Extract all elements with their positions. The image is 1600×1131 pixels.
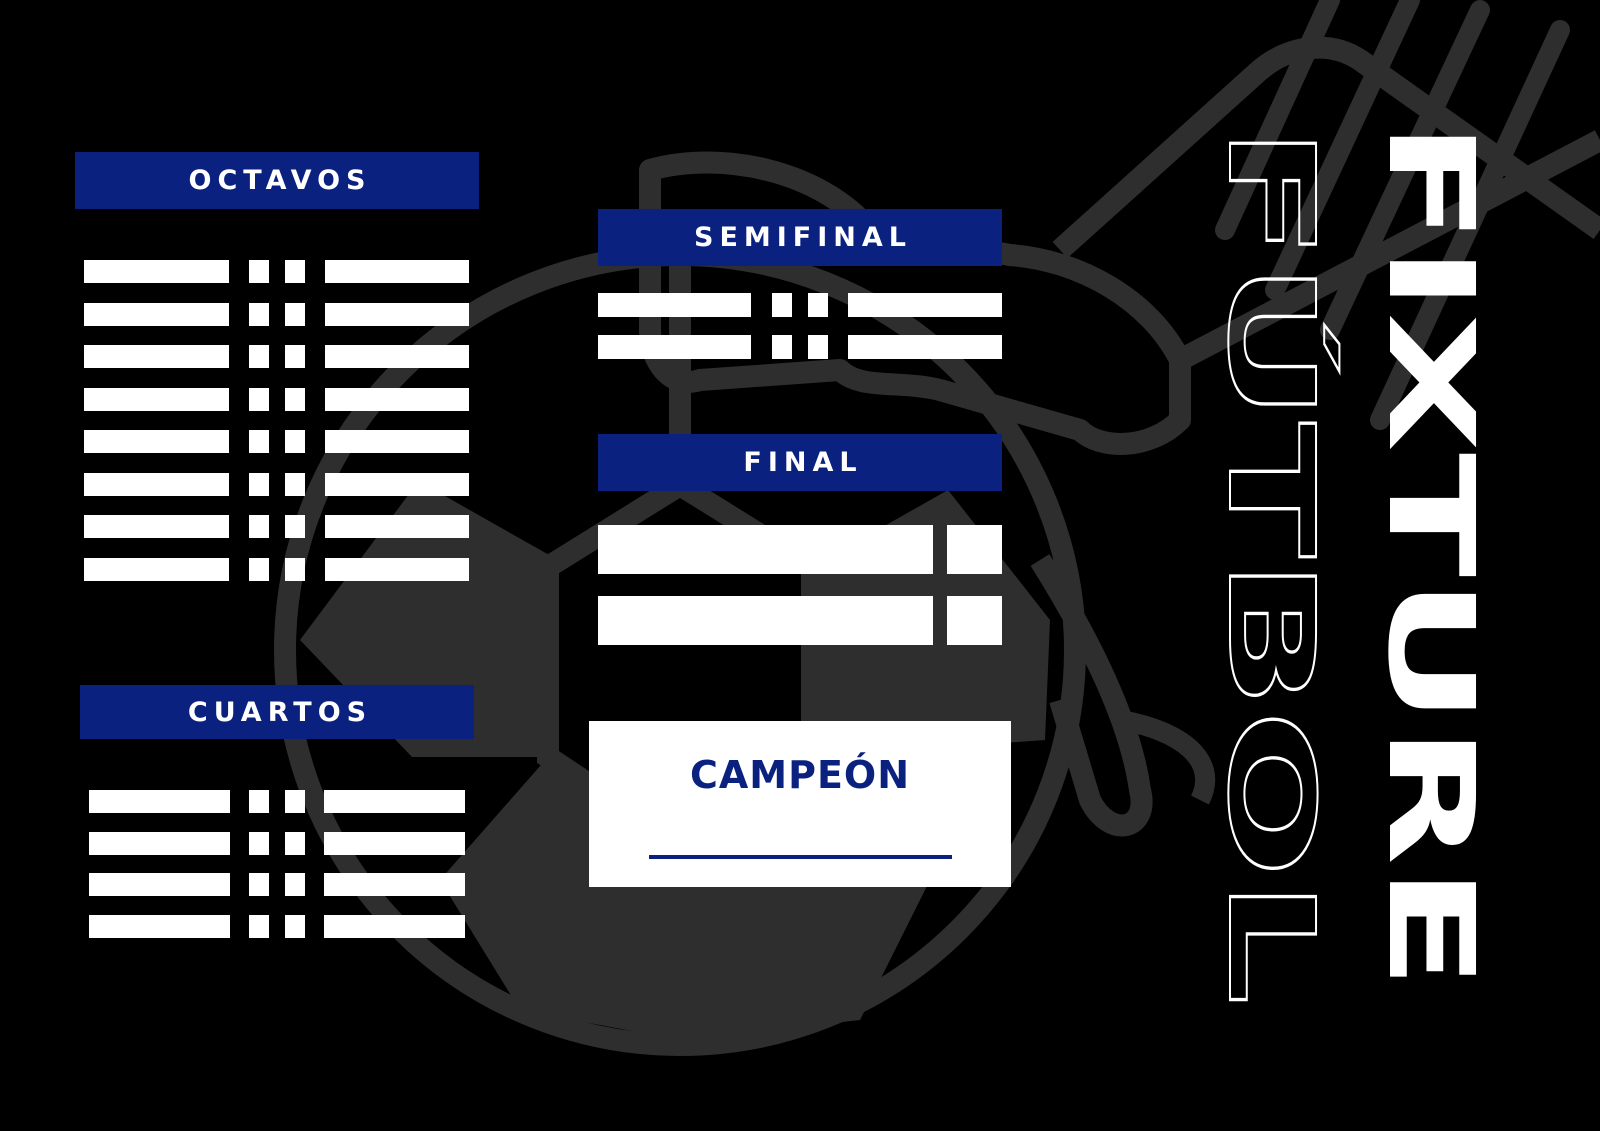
score-slot-away[interactable] — [808, 293, 828, 317]
score-slot-away[interactable] — [285, 914, 305, 938]
title-futbol: FÚTBOL — [1202, 125, 1340, 1005]
champion-box: CAMPEÓN — [589, 721, 1011, 887]
score-slot-away[interactable] — [808, 335, 828, 359]
score-slot-home[interactable] — [249, 345, 269, 368]
score-slot-away[interactable] — [285, 831, 305, 855]
final-team-slot[interactable] — [598, 596, 933, 645]
octavos-label: OCTAVOS — [188, 165, 372, 196]
team-slot-home[interactable] — [84, 302, 229, 326]
team-slot-away[interactable] — [324, 790, 465, 813]
score-slot-home[interactable] — [249, 260, 269, 283]
final-label: FINAL — [743, 447, 863, 478]
champion-title: CAMPEÓN — [689, 753, 911, 797]
team-slot-home[interactable] — [84, 557, 229, 581]
final-score-slot[interactable] — [947, 525, 1002, 574]
team-slot-away[interactable] — [325, 515, 469, 538]
team-slot-home[interactable] — [89, 914, 230, 938]
score-slot-away[interactable] — [285, 790, 305, 813]
final-header: FINAL — [598, 434, 1002, 491]
score-slot-away[interactable] — [285, 873, 305, 896]
score-slot-home[interactable] — [772, 293, 792, 317]
team-slot-away[interactable] — [848, 335, 1002, 359]
team-slot-away[interactable] — [324, 914, 465, 938]
team-slot-home[interactable] — [89, 873, 230, 896]
score-slot-home[interactable] — [249, 557, 269, 581]
team-slot-home[interactable] — [89, 790, 230, 813]
team-slot-home[interactable] — [84, 260, 229, 283]
team-slot-away[interactable] — [324, 873, 465, 896]
team-slot-away[interactable] — [324, 831, 465, 855]
team-slot-home[interactable] — [84, 345, 229, 368]
score-slot-away[interactable] — [285, 302, 305, 326]
score-slot-home[interactable] — [249, 472, 269, 496]
score-slot-home[interactable] — [249, 914, 269, 938]
team-slot-away[interactable] — [325, 260, 469, 283]
octavos-header: OCTAVOS — [75, 152, 479, 209]
semifinal-label: SEMIFINAL — [694, 222, 912, 253]
score-slot-home[interactable] — [249, 430, 269, 453]
score-slot-away[interactable] — [285, 515, 305, 538]
final-team-slot[interactable] — [598, 525, 933, 574]
final-score-slot[interactable] — [947, 596, 1002, 645]
score-slot-home[interactable] — [249, 515, 269, 538]
team-slot-away[interactable] — [848, 293, 1002, 317]
score-slot-away[interactable] — [285, 472, 305, 496]
team-slot-home[interactable] — [89, 831, 230, 855]
team-slot-home[interactable] — [84, 515, 229, 538]
score-slot-home[interactable] — [249, 387, 269, 411]
score-slot-home[interactable] — [249, 873, 269, 896]
score-slot-away[interactable] — [285, 345, 305, 368]
score-slot-away[interactable] — [285, 260, 305, 283]
cuartos-label: CUARTOS — [187, 696, 373, 728]
score-slot-home[interactable] — [249, 790, 269, 813]
score-slot-home[interactable] — [772, 335, 792, 359]
team-slot-away[interactable] — [325, 302, 469, 326]
champion-name-line — [649, 855, 952, 859]
title-fixture: FIXTURE — [1362, 120, 1500, 990]
cuartos-header: CUARTOS — [80, 685, 474, 739]
score-slot-away[interactable] — [285, 430, 305, 453]
score-slot-away[interactable] — [285, 387, 305, 411]
team-slot-home[interactable] — [598, 293, 751, 317]
team-slot-away[interactable] — [325, 472, 469, 496]
score-slot-home[interactable] — [249, 831, 269, 855]
team-slot-home[interactable] — [84, 430, 229, 453]
semifinal-header: SEMIFINAL — [598, 209, 1002, 266]
score-slot-away[interactable] — [285, 557, 305, 581]
team-slot-home[interactable] — [84, 472, 229, 496]
team-slot-away[interactable] — [325, 557, 469, 581]
team-slot-away[interactable] — [325, 430, 469, 453]
score-slot-home[interactable] — [249, 302, 269, 326]
team-slot-home[interactable] — [84, 387, 229, 411]
team-slot-away[interactable] — [325, 387, 469, 411]
team-slot-home[interactable] — [598, 335, 751, 359]
team-slot-away[interactable] — [325, 345, 469, 368]
